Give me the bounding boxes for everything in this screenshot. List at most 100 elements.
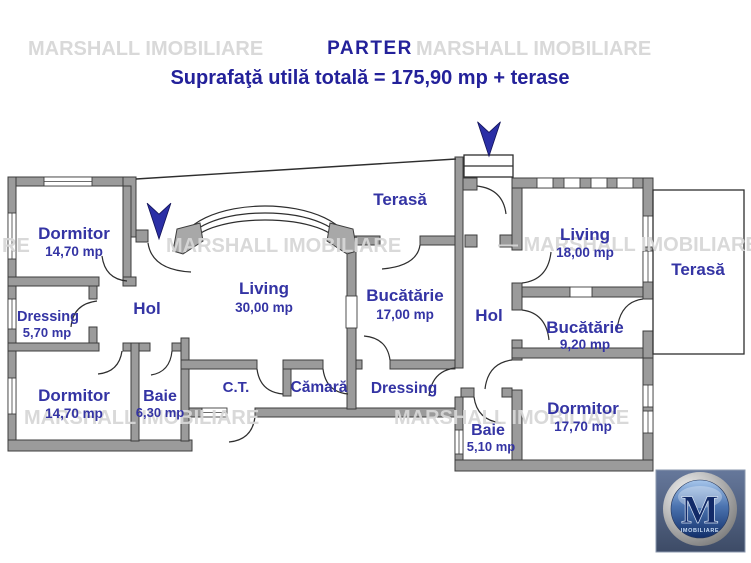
window [590, 177, 608, 189]
entrance-arrow-icon [477, 121, 501, 158]
room-area: 6,30 mp [136, 405, 184, 420]
watermark-text: MARSHALL IMOBILIARE [416, 38, 651, 60]
room-area: 17,70 mp [554, 419, 612, 434]
door-arc-living-right [521, 251, 552, 284]
room-label: Baie [471, 422, 505, 439]
wall-segment [462, 177, 478, 191]
door-arc-camara [322, 368, 349, 395]
door-arc-ct [256, 368, 284, 395]
door-arc-ct-exterior [228, 416, 256, 443]
door-arc-entrance-left [147, 242, 192, 273]
watermark-text: MARSHALL IMOBILIARE [28, 38, 263, 60]
wall-segment [454, 156, 464, 369]
window [563, 177, 581, 189]
window [616, 177, 634, 189]
terrace-right-outline [652, 189, 745, 355]
wall-segment [7, 342, 100, 352]
door-arc-dormitor-tl [101, 255, 128, 282]
window [536, 177, 554, 189]
room-area: 14,70 mp [45, 406, 103, 421]
wall-segment [591, 286, 644, 298]
wall-segment [282, 368, 292, 397]
door-arc-baie-left [150, 350, 173, 376]
page-subtitle: Suprafaţă utilă totală = 175,90 mp + ter… [170, 67, 569, 89]
watermarks-group: MARSHALL IMOBILIARE MARSHALL IMOBILIARE … [2, 38, 751, 429]
room-labels-group: Dormitor 14,70 mp Dressing 5,70 mp Hol D… [17, 190, 725, 454]
wall-segment [355, 235, 381, 246]
watermark-fragment: RE [2, 235, 30, 257]
room-label: Hol [475, 306, 502, 325]
wall-segment [501, 387, 513, 398]
room-label: Cămară [291, 379, 348, 396]
wall-segment [464, 234, 478, 248]
room-label: Dressing [17, 309, 79, 325]
opening [569, 286, 593, 298]
room-label: Living [239, 279, 289, 298]
wall-segment [180, 359, 258, 370]
room-label: Dormitor [38, 386, 110, 405]
wall-segment [88, 285, 98, 300]
wall-segment [389, 359, 456, 370]
room-area: 17,00 mp [376, 307, 434, 322]
wall-segment [642, 357, 654, 461]
room-label: Baie [143, 388, 177, 405]
wall-segment [180, 337, 190, 442]
door-arc-dressing-center-side [428, 367, 456, 397]
wall-segment [88, 326, 98, 344]
room-area: 9,20 mp [560, 337, 610, 352]
room-area: 30,00 mp [235, 300, 293, 315]
room-label: Hol [133, 299, 160, 318]
bay-jamb [172, 222, 204, 255]
room-area: 5,10 mp [467, 439, 515, 454]
logo-letter: M [681, 487, 719, 532]
room-label: Bucătărie [546, 318, 623, 337]
watermark-text: MARSHALL IMOBILIARE [166, 235, 401, 257]
wall-segment [346, 326, 357, 410]
bay-jamb [326, 222, 358, 255]
room-area: 18,00 mp [556, 245, 614, 260]
door-arc-dormitor-br [484, 359, 513, 390]
wall-segment [511, 282, 523, 311]
opening [345, 295, 358, 329]
bay-window [172, 205, 358, 255]
room-label: Living [560, 225, 610, 244]
watermark-text: MARSHALL IMOBILIARE [24, 407, 259, 429]
room-label: Dormitor [38, 224, 110, 243]
door-arc-dressing-left [70, 300, 98, 328]
wall-segment [419, 235, 456, 246]
doors-group [70, 185, 644, 443]
wall-segment [521, 286, 571, 298]
terraces-group [135, 154, 745, 355]
wall-segment [511, 187, 523, 251]
wall-segment [122, 185, 132, 282]
wall-segment [7, 439, 193, 452]
room-label: Dormitor [547, 399, 619, 418]
watermark-text: MARSHALL IMOBILIARE [394, 407, 629, 429]
wall-segment [130, 342, 140, 442]
windows-group [7, 176, 654, 455]
wall-segment [460, 387, 475, 398]
page-title: PARTER [327, 38, 413, 59]
room-label: Bucătărie [366, 286, 443, 305]
room-area: 14,70 mp [45, 244, 103, 259]
terrace-edge-line [135, 158, 457, 180]
wall-segment [282, 359, 324, 370]
room-area: 5,70 mp [23, 325, 71, 340]
wall-segment [122, 276, 137, 287]
room-label: C.T. [223, 379, 250, 396]
door-arc-bucatarie-right [521, 309, 550, 341]
logo-gloss [678, 486, 722, 508]
logo-sphere [670, 479, 730, 539]
room-label: Terasă [373, 190, 427, 209]
wall-segment [454, 459, 654, 472]
wall-segment [135, 229, 149, 243]
door-arc-terasa-right [616, 298, 644, 331]
door-arc-dressing-center-top [363, 335, 391, 361]
wall-segment [642, 330, 654, 359]
door-arc-baie-right [473, 396, 502, 424]
agency-logo: M IMOBILIARE [655, 469, 746, 553]
wall-segment [7, 276, 100, 287]
watermark-text: — MARSHALL IMOBILIARE [498, 234, 751, 256]
